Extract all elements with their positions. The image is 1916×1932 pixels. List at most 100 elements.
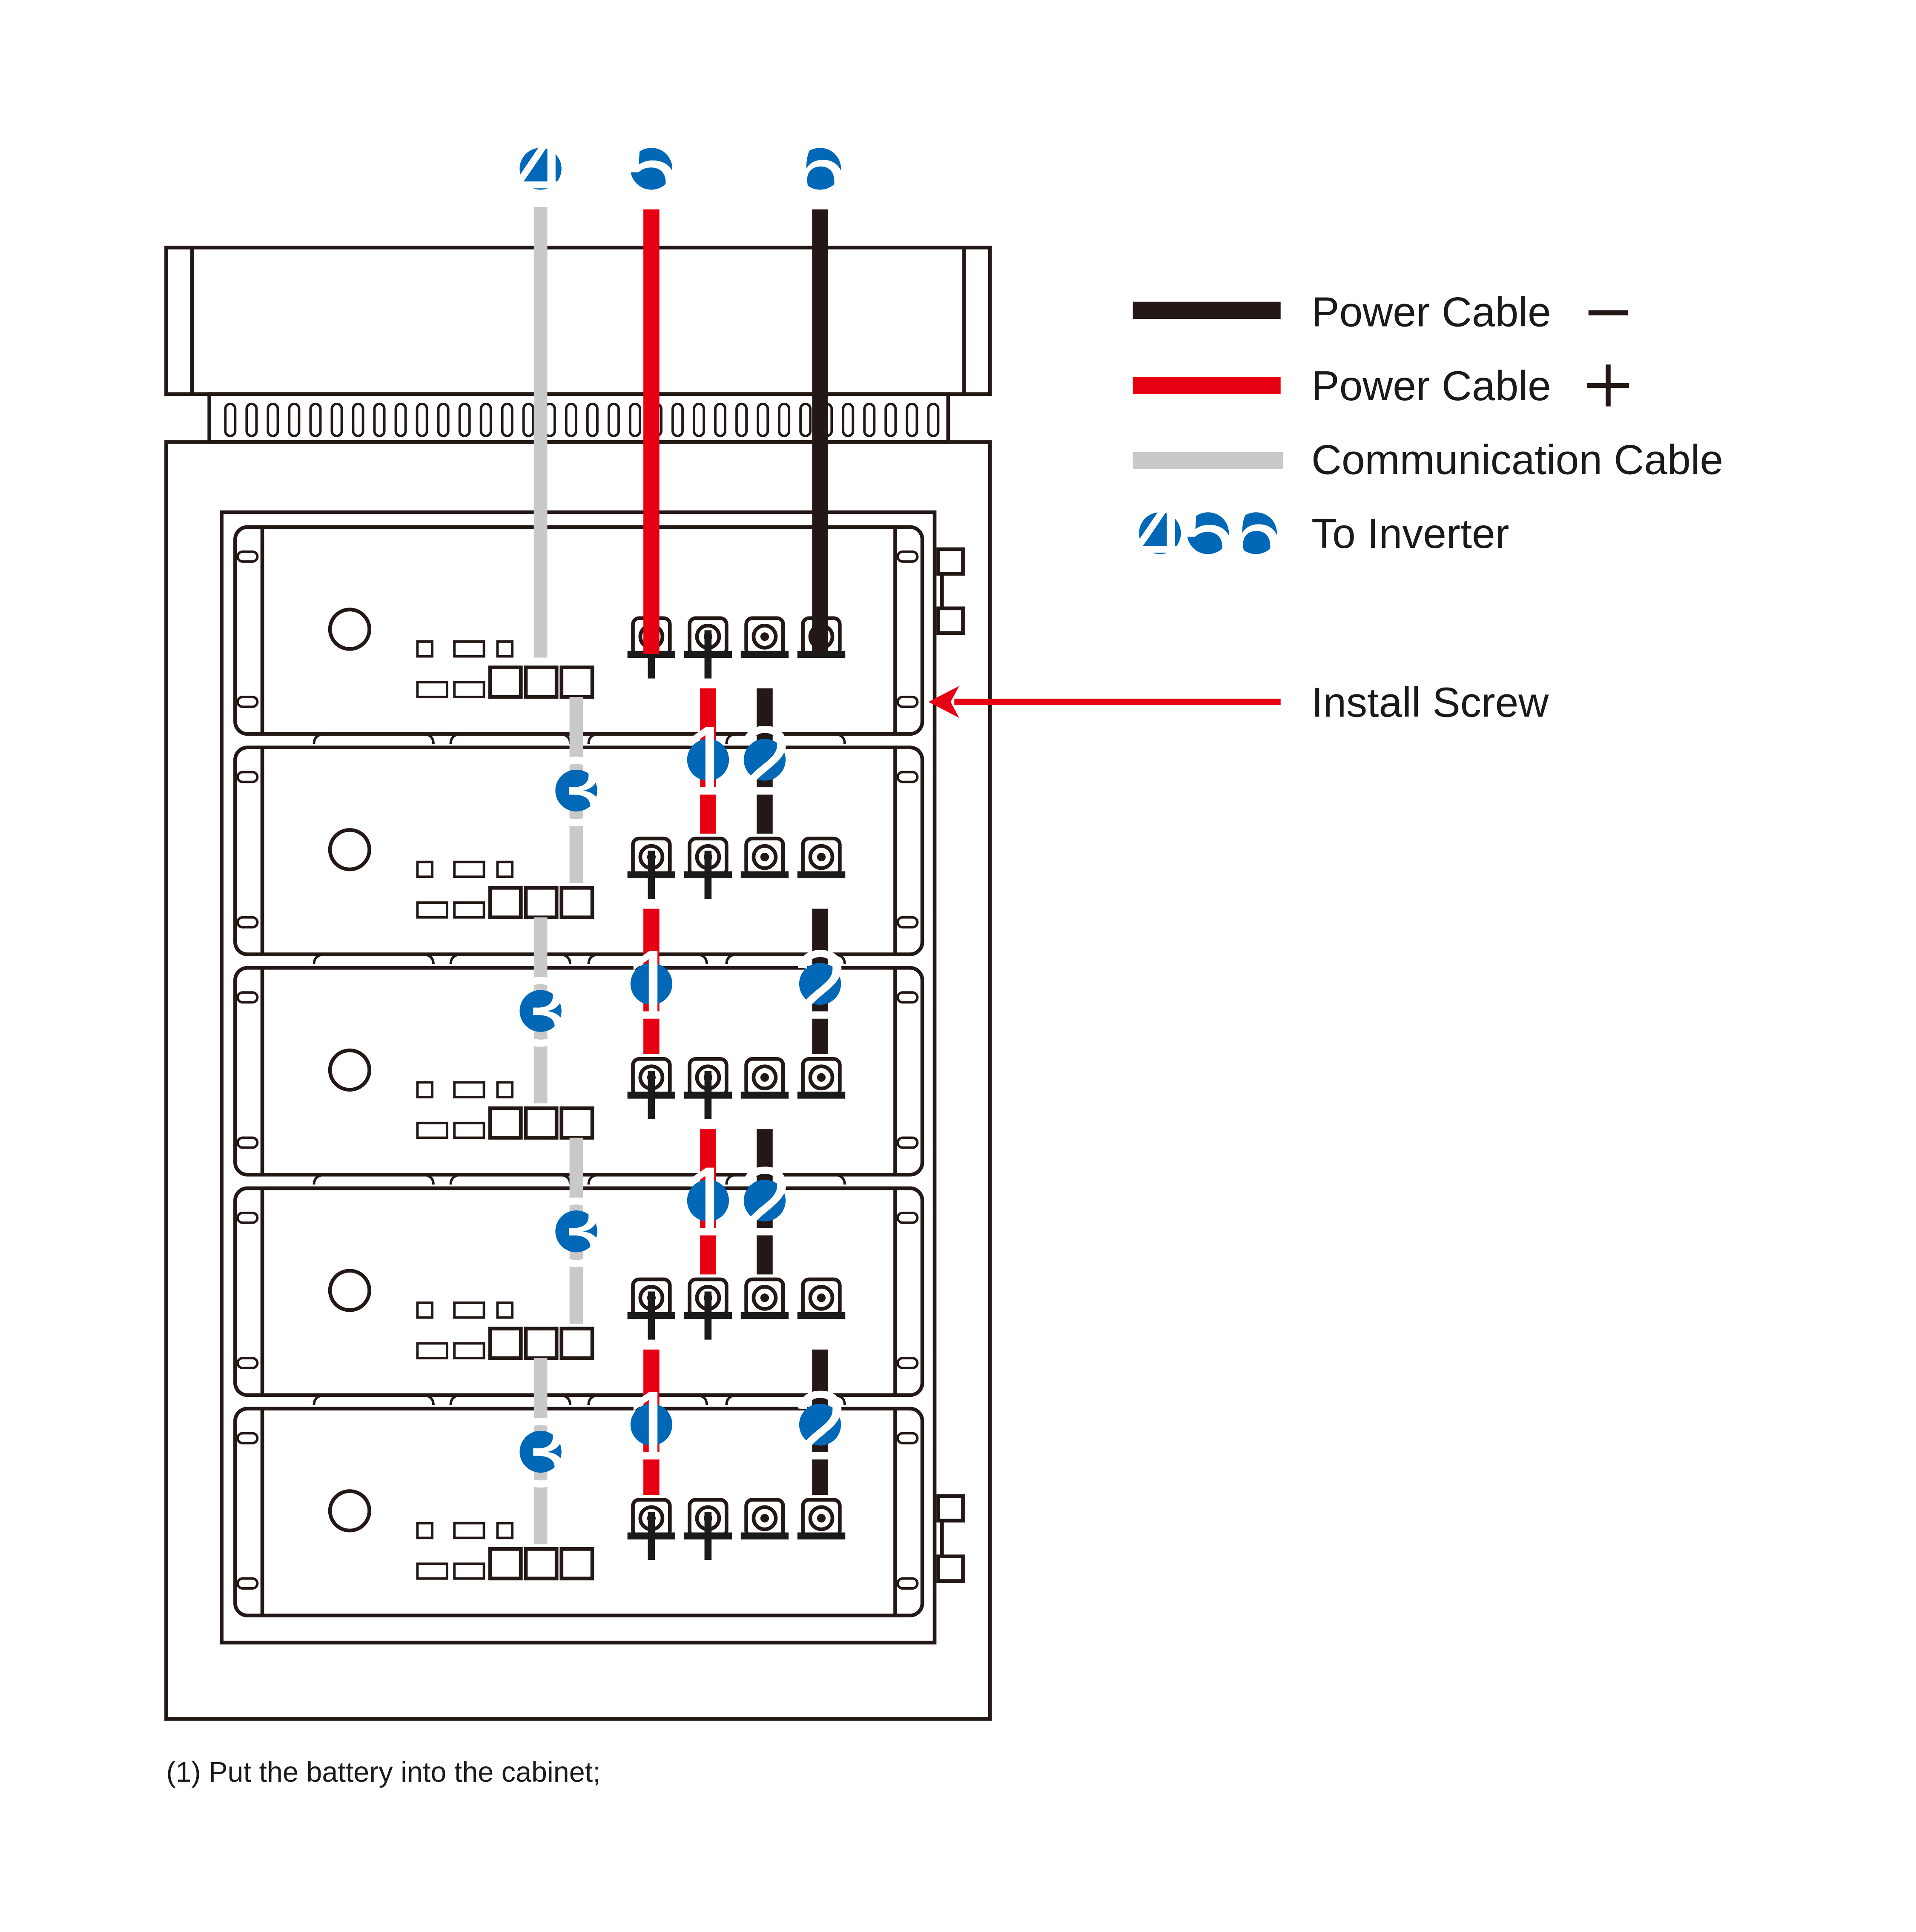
svg-text:2: 2 (793, 1371, 848, 1481)
dip-switch (416, 681, 448, 698)
vent-slot (799, 402, 812, 437)
legend-inverter-badges: 456 (1133, 479, 1283, 589)
legend-badge-6: 6 (1229, 479, 1284, 589)
vent-strip (207, 392, 950, 444)
vent-slot (628, 402, 641, 437)
power-terminal-icon (688, 1498, 729, 1539)
screw-slot (896, 1211, 919, 1224)
legend: Power Cable Power Cable Communication Ca… (1133, 289, 1723, 590)
battery-foot (725, 1393, 846, 1405)
comm-port (488, 1547, 523, 1581)
vent-slot (458, 402, 471, 437)
indicator-led (453, 1522, 485, 1539)
badge-1: 1 (681, 706, 736, 816)
battery-foot (449, 1393, 571, 1405)
terminal-sign-label: + (679, 1260, 737, 1370)
screw-slot (896, 1577, 919, 1590)
badge-1: 1 (681, 1147, 736, 1257)
svg-text:4: 4 (1133, 479, 1187, 589)
power-terminal-icon (801, 837, 842, 877)
legend-inverter-label: To Inverter (1311, 510, 1509, 557)
power-button-icon (328, 1269, 371, 1312)
legend-comm-label: Communication Cable (1311, 436, 1723, 483)
badge-2: 2 (737, 1147, 792, 1257)
battery-foot (449, 953, 571, 964)
dip-switch (416, 1342, 448, 1360)
vent-slot (884, 402, 897, 437)
indicator-led (453, 640, 485, 658)
comm-port (488, 665, 523, 699)
vent-slot (693, 402, 705, 437)
terminal-sign-label: − (736, 1480, 793, 1590)
install-screw-callout: Install Screw (928, 679, 1549, 725)
vent-slot (394, 402, 407, 437)
badge-1: 1 (624, 1371, 679, 1481)
comm-port (524, 1547, 559, 1581)
vent-slot (565, 402, 577, 437)
power-terminal-icon (744, 1498, 785, 1539)
battery-foot (449, 1173, 571, 1185)
indicator-led (496, 1081, 513, 1098)
screw-slot (236, 696, 259, 708)
power-terminal-icon (744, 1277, 785, 1319)
dip-switch (416, 901, 448, 919)
svg-text:1: 1 (624, 930, 679, 1040)
vent-slot (522, 402, 535, 437)
screw-slot (896, 696, 919, 708)
screw-slot (236, 1577, 259, 1590)
power-button-icon (328, 1048, 371, 1092)
power-terminal-icon (744, 1057, 785, 1098)
indicator-led (416, 640, 433, 658)
power-button-icon (328, 828, 371, 871)
dip-switch (416, 1562, 448, 1580)
battery-foot (725, 732, 846, 744)
vent-slot (330, 402, 343, 437)
power-terminal-icon (801, 1057, 842, 1098)
screw-slot (896, 550, 919, 563)
terminal-sign-label: − (792, 1480, 850, 1590)
badge-3: 3 (513, 957, 568, 1067)
screw-slot (236, 771, 259, 783)
svg-text:3: 3 (513, 1398, 568, 1508)
svg-text:6: 6 (793, 115, 848, 225)
badge-4: 4 (513, 115, 568, 225)
vent-slot (671, 402, 684, 437)
cabinet-hinges (936, 547, 965, 1583)
vent-slot (267, 402, 279, 437)
legend-pos-label: Power Cable (1311, 362, 1551, 409)
badge-5: 5 (624, 115, 679, 225)
dip-switch (453, 1121, 485, 1139)
vent-slots (224, 402, 940, 437)
screw-slot (236, 991, 259, 1004)
power-terminal-icon (688, 616, 729, 657)
svg-text:1: 1 (624, 1371, 679, 1481)
battery-foot (725, 953, 846, 964)
badge-2: 2 (793, 1371, 848, 1481)
indicator-led (496, 1301, 513, 1319)
legend-neg-swatch (1133, 301, 1281, 319)
comm-port (559, 886, 594, 920)
legend-badge-5: 5 (1181, 479, 1236, 589)
terminal-sign-label: + (622, 1480, 680, 1590)
indicator-led (416, 860, 433, 878)
cabinet-body (164, 440, 992, 1721)
comm-port (524, 665, 559, 699)
legend-comm-swatch (1133, 452, 1283, 470)
svg-text:3: 3 (549, 737, 604, 847)
comm-port (524, 1106, 559, 1140)
terminal-sign-label: − (736, 819, 793, 929)
battery-foot (725, 1173, 846, 1185)
legend-pos-cable: Power Cable (1133, 362, 1629, 409)
power-terminal-icon (631, 1057, 672, 1098)
screw-slot (236, 1357, 259, 1370)
screw-slot (896, 1136, 919, 1149)
vent-slot (778, 402, 791, 437)
indicator-led (416, 1522, 433, 1539)
screw-slot (236, 1432, 259, 1445)
legend-comm-cable: Communication Cable (1133, 436, 1723, 483)
badge-2: 2 (793, 930, 848, 1040)
vent-slot (224, 402, 237, 437)
svg-text:6: 6 (1229, 479, 1284, 589)
battery-module: ++−− (233, 1407, 924, 1617)
dip-switch (453, 1562, 485, 1580)
